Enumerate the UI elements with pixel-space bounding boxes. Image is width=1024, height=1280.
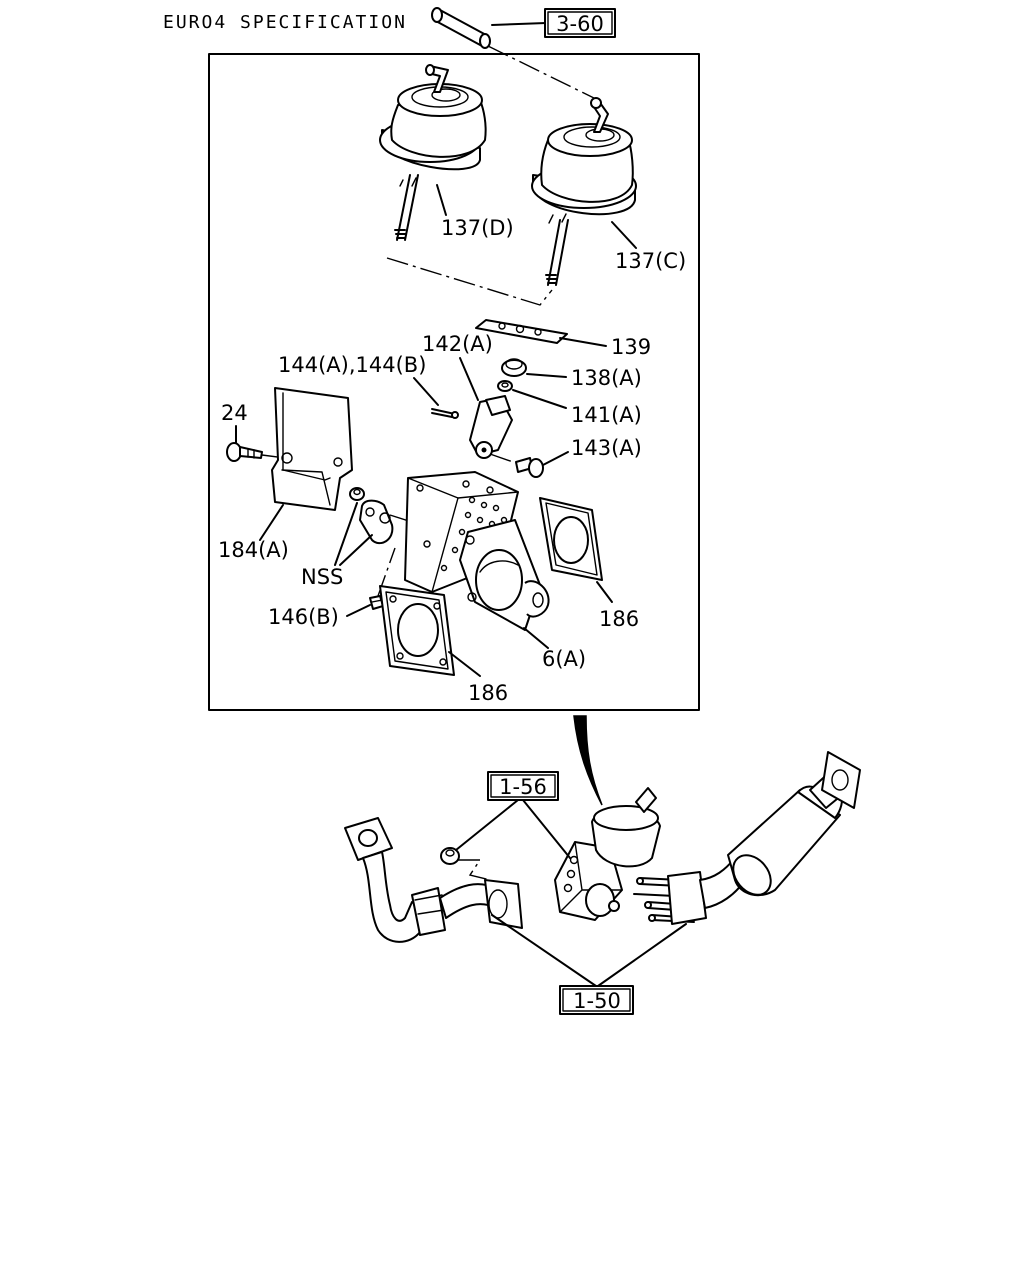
- leader-186-right: [596, 581, 613, 603]
- heat-shield-184a[interactable]: [271, 387, 353, 511]
- bolt-24[interactable]: [226, 442, 263, 462]
- leader-137c: [611, 221, 637, 249]
- label-24: 24: [221, 401, 248, 425]
- label-138a: 138(A): [571, 366, 642, 390]
- ref-label-1-56: 1-56: [499, 775, 547, 799]
- assembly-dashline-lever: [489, 453, 517, 464]
- leader-142a: [459, 357, 479, 401]
- ref-box-1-56[interactable]: 1-56: [487, 771, 559, 801]
- ref-leader-1-50-b: [597, 923, 687, 987]
- specification-title: EURO4 SPECIFICATION: [163, 12, 407, 33]
- exhaust-flange-left[interactable]: [484, 879, 523, 929]
- gasket-186-right[interactable]: [539, 497, 603, 581]
- detail-inset-frame: [208, 53, 700, 711]
- pin-144[interactable]: [431, 408, 459, 419]
- leader-nss-b: [339, 534, 373, 566]
- vacuum-actuator-137d[interactable]: [379, 64, 487, 241]
- exhaust-brake-unit[interactable]: [554, 787, 661, 921]
- label-137d: 137(D): [441, 216, 514, 240]
- gasket-186-lower[interactable]: [379, 585, 455, 676]
- ref-box-1-50[interactable]: 1-50: [559, 985, 634, 1015]
- vacuum-hose-part: [431, 7, 491, 49]
- leader-186-lower: [448, 651, 481, 677]
- label-184a: 184(A): [218, 538, 289, 562]
- flange-nut[interactable]: [440, 847, 460, 865]
- leader-143a: [542, 451, 569, 466]
- nss-plate[interactable]: [359, 499, 394, 545]
- ref-leader-1-56-b: [522, 799, 571, 859]
- valve-flange-6a[interactable]: [459, 519, 550, 631]
- ref-label-1-50: 1-50: [573, 989, 621, 1013]
- ref-label-3-60: 3-60: [556, 12, 604, 36]
- ref-leader-3-60: [491, 22, 547, 26]
- leader-139: [559, 337, 607, 347]
- detail-pointer-arrow: [573, 715, 603, 806]
- label-nss: NSS: [301, 565, 343, 589]
- label-142a: 142(A): [422, 332, 493, 356]
- ref-box-3-60[interactable]: 3-60: [544, 8, 616, 38]
- leader-138a: [526, 373, 567, 378]
- label-143a: 143(A): [571, 436, 642, 460]
- label-186-lower: 186: [468, 681, 508, 705]
- ref-leader-1-56-a: [455, 799, 519, 851]
- label-186-right: 186: [599, 607, 639, 631]
- assembly-dashline-actuators: [386, 257, 553, 306]
- leader-146b: [346, 604, 371, 617]
- bolt-143a[interactable]: [515, 457, 544, 478]
- assembly-dashline-nut: [458, 859, 491, 881]
- washer-141a[interactable]: [497, 380, 513, 392]
- leader-nss-a: [334, 502, 358, 566]
- label-146b: 146(B): [268, 605, 339, 629]
- nss-nut[interactable]: [349, 487, 365, 501]
- label-139: 139: [611, 335, 651, 359]
- vacuum-actuator-137c[interactable]: [531, 97, 637, 286]
- label-6a: 6(A): [542, 647, 586, 671]
- leader-184a: [259, 504, 284, 541]
- label-144: 144(A),144(B): [278, 353, 426, 377]
- lever-142a[interactable]: [469, 395, 513, 459]
- leader-6a: [523, 627, 549, 649]
- catalytic-converter-pipe[interactable]: [667, 751, 861, 925]
- ref-leader-1-50-a: [491, 914, 597, 987]
- leader-144: [413, 377, 439, 406]
- exhaust-pipe-front[interactable]: [344, 817, 497, 943]
- label-137c: 137(C): [615, 249, 686, 273]
- nut-138a[interactable]: [501, 358, 527, 377]
- leader-141a: [512, 389, 567, 409]
- leader-137d: [436, 184, 447, 216]
- label-141a: 141(A): [571, 403, 642, 427]
- gasket-139[interactable]: [475, 319, 568, 344]
